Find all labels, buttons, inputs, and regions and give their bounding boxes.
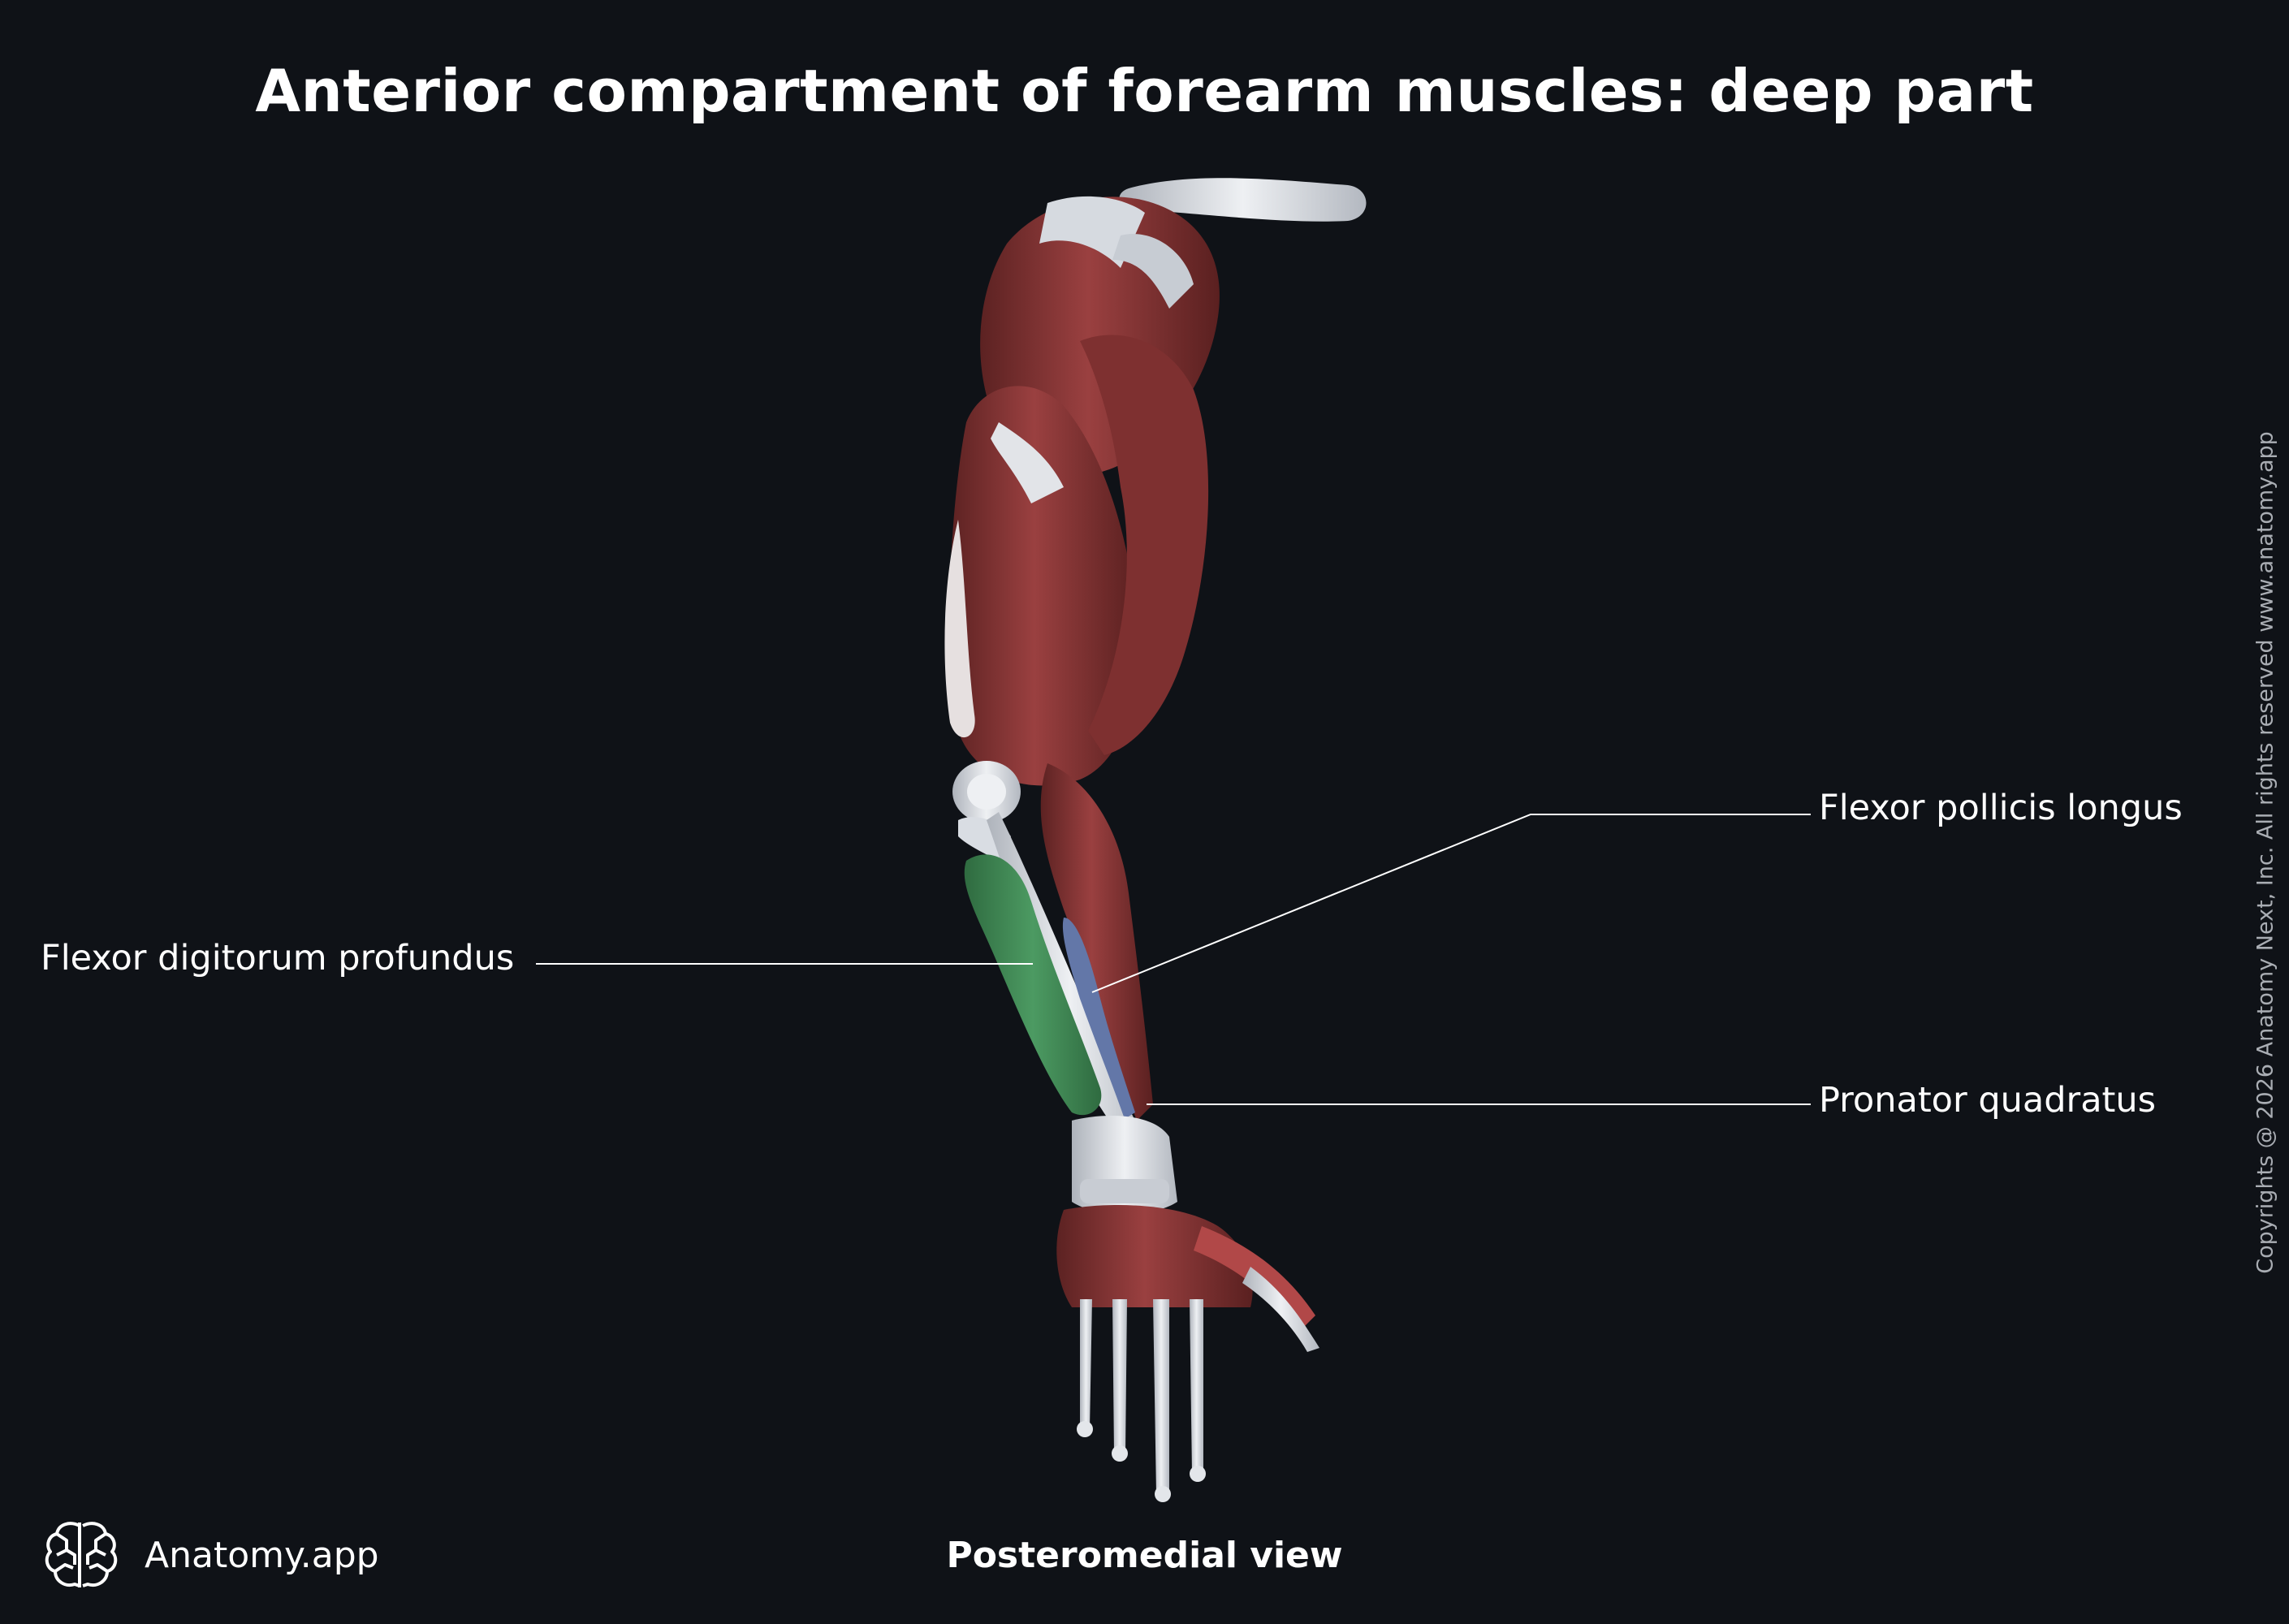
elbow-joint [952, 761, 1021, 823]
brand-name: Anatomy.app [145, 1534, 379, 1576]
wrist-bones [1072, 1116, 1177, 1214]
label-flexor-pollicis-longus: Flexor pollicis longus [1819, 788, 2183, 828]
brand-logo: Anatomy.app [41, 1514, 379, 1596]
flexor-digitorum-profundus-muscle [964, 854, 1102, 1116]
flexor-pollicis-longus-leader-line [1091, 814, 1811, 993]
label-flexor-digitorum-profundus: Flexor digitorum profundus [41, 938, 515, 978]
hand [1056, 1205, 1319, 1502]
brain-logo-icon [45, 1522, 118, 1587]
upper-arm-muscles [944, 335, 1209, 786]
copyright-notice: Copyrights @ 2026 Anatomy Next, Inc. All… [2252, 431, 2278, 1274]
view-caption: Posteromedial view [946, 1535, 1343, 1576]
flexor-pollicis-longus-muscle [1062, 918, 1135, 1119]
clavicle-bone [1119, 178, 1367, 222]
label-pronator-quadratus: Pronator quadratus [1819, 1080, 2157, 1121]
page-title: Anterior compartment of forearm muscles:… [255, 57, 2034, 125]
